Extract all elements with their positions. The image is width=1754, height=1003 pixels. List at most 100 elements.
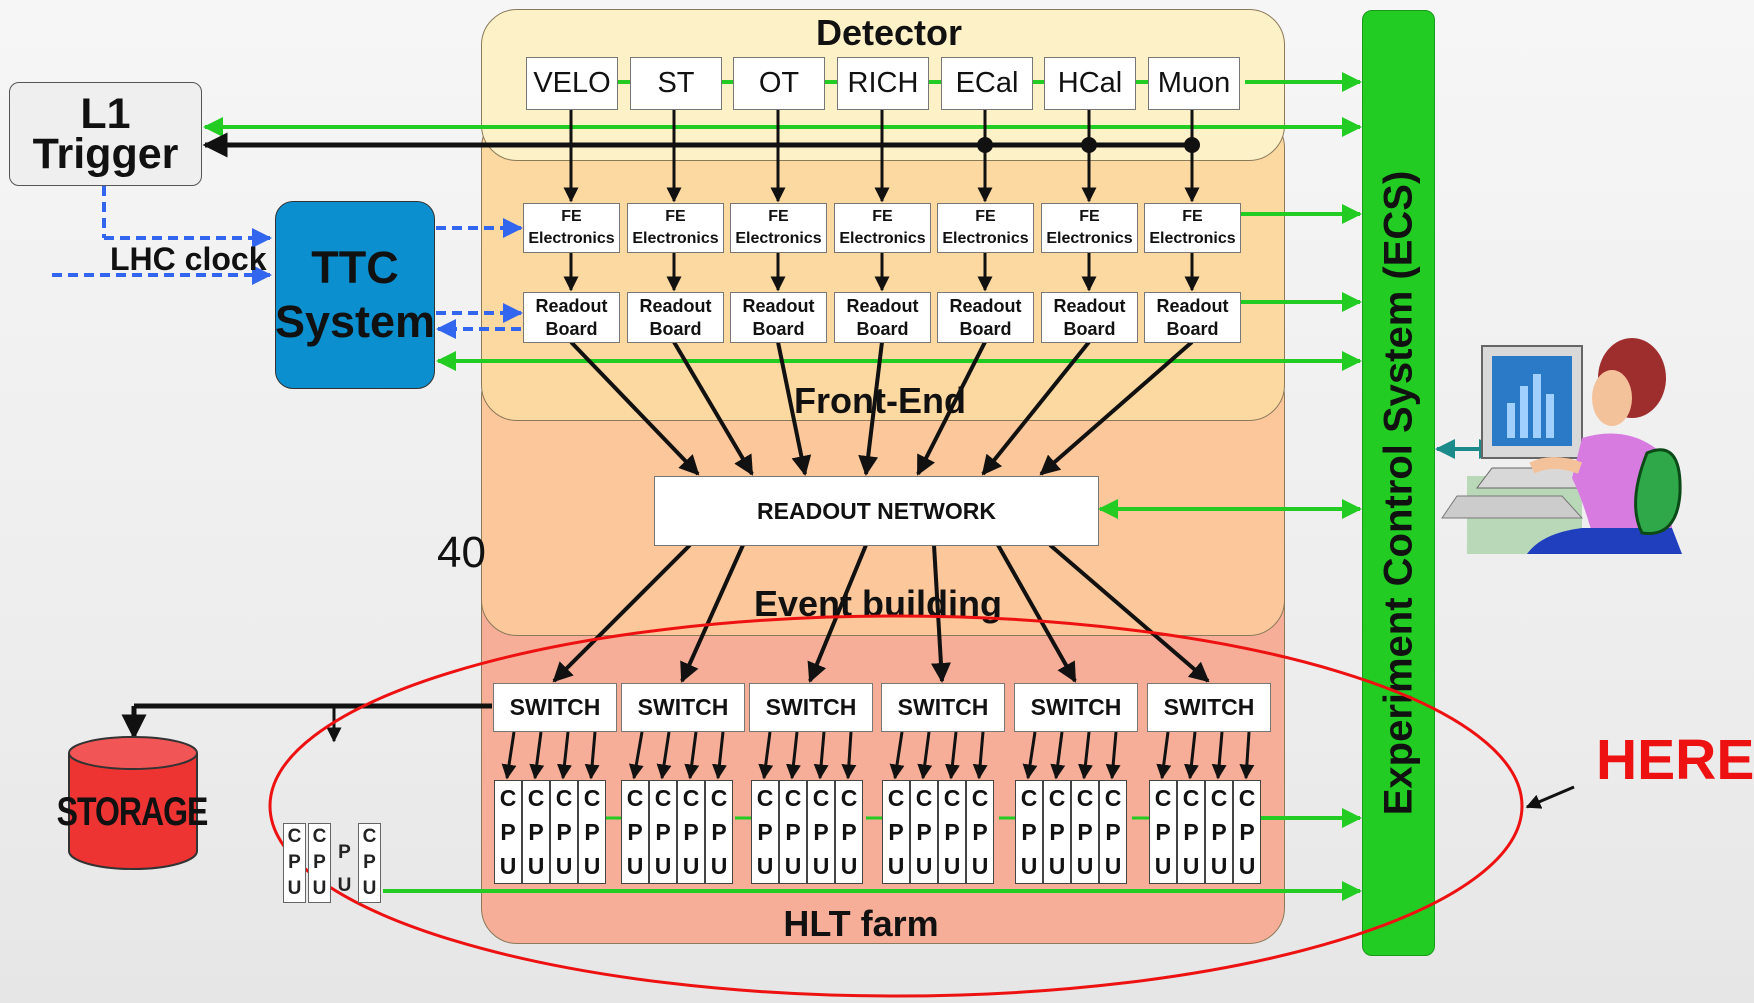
fe-line1: FE bbox=[975, 208, 996, 225]
rb-line2: Board bbox=[959, 318, 1012, 339]
cpu-letter: C bbox=[287, 826, 302, 847]
cpu-letter: P bbox=[1077, 819, 1093, 845]
switch-to-cpu bbox=[712, 731, 727, 780]
switch-to-cpu bbox=[529, 731, 545, 780]
cpu-letter: U bbox=[1104, 853, 1122, 879]
cpu-letter: P bbox=[1239, 819, 1255, 845]
cpu-letter: P bbox=[944, 819, 960, 845]
cpu-letter: P bbox=[500, 819, 516, 845]
switch-to-cpu bbox=[1078, 731, 1093, 780]
cpu-letter: C bbox=[682, 785, 700, 811]
cpu-letter: C bbox=[915, 785, 933, 811]
cpu-letter: U bbox=[1210, 853, 1228, 879]
switch-to-cpu bbox=[1050, 731, 1066, 780]
switch-to-cpu bbox=[1156, 731, 1172, 780]
cpu-letter: U bbox=[1154, 853, 1172, 879]
detector-ot: OT bbox=[733, 57, 825, 110]
rb-line1: Readout bbox=[742, 295, 815, 316]
cpu-letter: U bbox=[362, 878, 377, 899]
network-to-switch bbox=[552, 543, 692, 683]
l1-trigger-line2: Trigger bbox=[32, 130, 179, 178]
ttc-system-box: TTC System bbox=[275, 201, 435, 389]
switch-to-cpu bbox=[945, 731, 960, 780]
cpu-letter: C bbox=[710, 785, 728, 811]
cpu-letter: U bbox=[527, 853, 545, 879]
network-to-switch bbox=[1048, 543, 1210, 683]
switch-to-cpu bbox=[1211, 731, 1227, 780]
ecs-bar bbox=[1362, 10, 1435, 956]
switch-to-cpu bbox=[656, 731, 672, 780]
cpu-letter: C bbox=[499, 785, 517, 811]
rb-line1: Readout bbox=[639, 295, 712, 316]
cpu-letter: P bbox=[683, 819, 699, 845]
rb-line2: Board bbox=[1166, 318, 1219, 339]
fe-line1: FE bbox=[768, 208, 789, 225]
cpu-letter: C bbox=[756, 785, 774, 811]
fe-line1: FE bbox=[872, 208, 893, 225]
cpu-letter: U bbox=[626, 853, 644, 879]
cpu-letter: C bbox=[1048, 785, 1066, 811]
cpu-letter: U bbox=[337, 874, 352, 896]
cpu-letter: U bbox=[943, 853, 961, 879]
readout-to-network bbox=[776, 341, 812, 476]
fe-electronics: FE Electronics bbox=[1041, 203, 1138, 253]
l1-trigger-line1: L1 bbox=[80, 90, 131, 138]
readout-to-network bbox=[981, 340, 1091, 476]
cpu-letter: U bbox=[654, 853, 672, 879]
switch-to-cpu bbox=[584, 731, 600, 780]
network-to-switch bbox=[930, 544, 951, 683]
cpu-letter: U bbox=[1048, 853, 1066, 879]
cpu-letter: U bbox=[555, 853, 573, 879]
cpu-letter: P bbox=[556, 819, 572, 845]
fe-line1: FE bbox=[1079, 208, 1100, 225]
cpu-letter: U bbox=[915, 853, 933, 879]
cpu-letter: P bbox=[655, 819, 671, 845]
cpu-letter: P bbox=[584, 819, 600, 845]
cpu-letter: U bbox=[1182, 853, 1200, 879]
cpu-letter: C bbox=[1076, 785, 1094, 811]
fe-line2: Electronics bbox=[632, 230, 719, 247]
junction-dot bbox=[1184, 137, 1200, 153]
readout-to-network bbox=[569, 340, 700, 476]
cpu-letter: P bbox=[627, 819, 643, 845]
cpu-letter: U bbox=[971, 853, 989, 879]
detector-hcal: HCal bbox=[1044, 57, 1136, 110]
detector-rich: RICH bbox=[837, 57, 929, 110]
cpu-letter: C bbox=[1154, 785, 1172, 811]
switch: SWITCH bbox=[749, 683, 873, 732]
cpu-letter: P bbox=[1021, 819, 1037, 845]
cpu-letter: C bbox=[812, 785, 830, 811]
switch-to-cpu bbox=[684, 731, 700, 780]
switch-to-cpu bbox=[557, 731, 572, 780]
fe-line2: Electronics bbox=[1046, 230, 1133, 247]
switch-to-cpu bbox=[628, 731, 644, 780]
fe-line2: Electronics bbox=[839, 230, 926, 247]
cpu-letter: P bbox=[972, 819, 988, 845]
readout-network-box: READOUT NETWORK bbox=[654, 476, 1099, 546]
cpu-letter: P bbox=[338, 841, 351, 863]
cpu-letter: P bbox=[757, 819, 773, 845]
switch-to-cpu bbox=[1239, 731, 1255, 780]
cpu-letter: P bbox=[1105, 819, 1121, 845]
readout-to-network bbox=[1039, 340, 1194, 476]
detector-muon: Muon bbox=[1148, 57, 1240, 110]
rb-line1: Readout bbox=[535, 295, 608, 316]
cpu-letter: C bbox=[626, 785, 644, 811]
rb-line1: Readout bbox=[1053, 295, 1126, 316]
